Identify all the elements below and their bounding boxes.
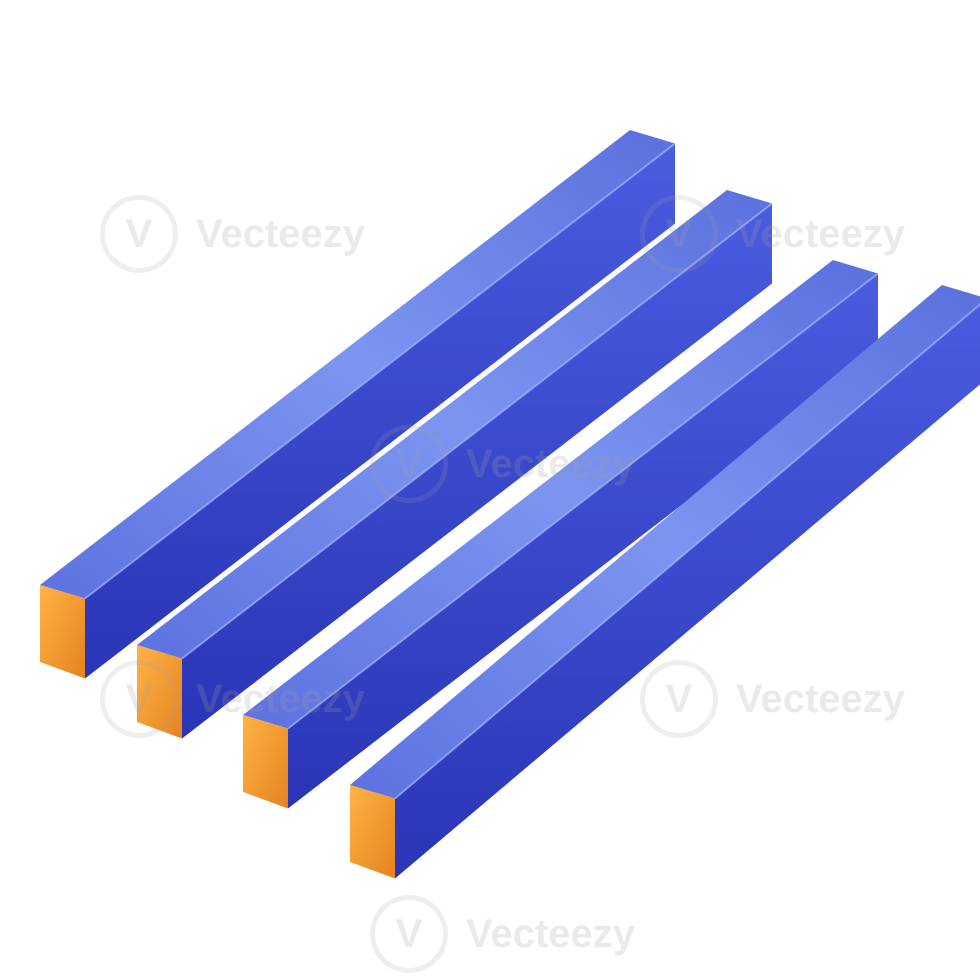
bar-end-face xyxy=(137,645,182,739)
bar-top-face xyxy=(350,285,980,799)
bar-1 xyxy=(40,130,676,679)
bar-edge-highlight xyxy=(181,202,773,660)
bar-side-face xyxy=(395,304,980,879)
bar-side-face xyxy=(182,203,772,739)
bar-edge-highlight xyxy=(84,142,676,600)
bar-3 xyxy=(243,260,879,809)
bar-end-face xyxy=(40,585,85,679)
bar-end-face xyxy=(350,785,395,879)
bar-2 xyxy=(137,190,773,739)
bar-side-face xyxy=(85,143,675,679)
bar-4 xyxy=(350,285,980,879)
bar-top-face xyxy=(137,190,772,659)
bar-top-face xyxy=(243,260,878,729)
bar-edge-highlight xyxy=(394,303,980,800)
bar-top-face xyxy=(40,130,675,599)
bar-edge-highlight xyxy=(287,272,879,730)
bar-end-face xyxy=(243,715,288,809)
bar-side-face xyxy=(288,273,878,809)
